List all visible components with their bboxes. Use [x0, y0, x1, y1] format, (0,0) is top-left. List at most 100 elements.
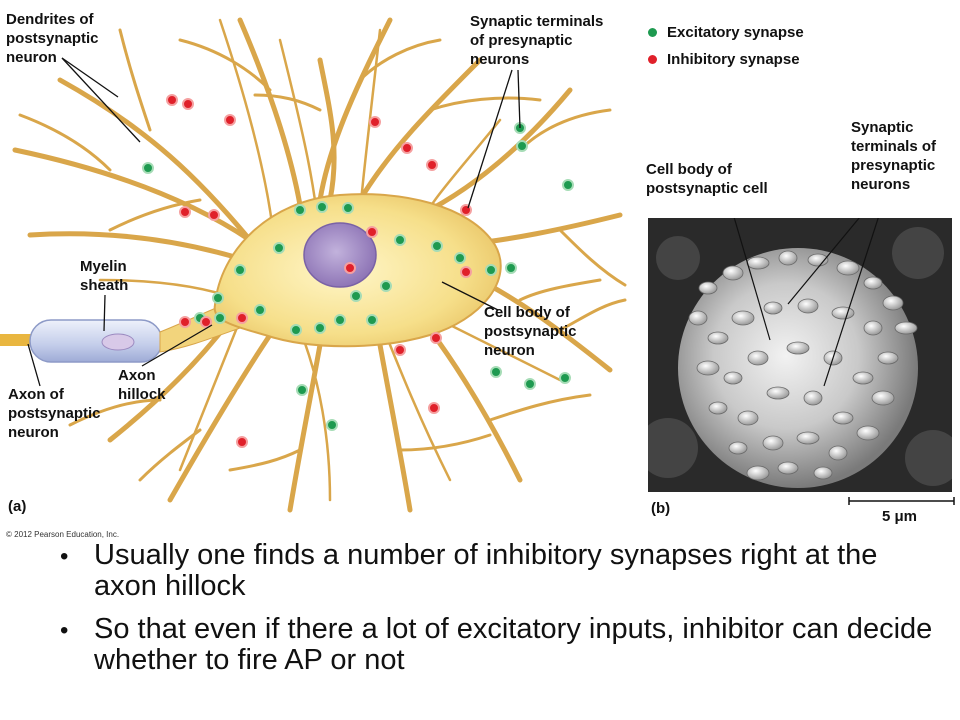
dendrites — [12, 17, 627, 513]
excitatory-synapse — [296, 384, 308, 396]
synaptic-terminal-knob — [828, 445, 848, 461]
synaptic-terminal-knob — [746, 465, 770, 481]
label-synaptic-terminals-a: Synaptic terminals of presynaptic neuron… — [470, 13, 604, 68]
bullet-dot-icon: • — [60, 543, 69, 570]
micrograph — [648, 218, 952, 492]
inhibitory-synapse — [179, 316, 191, 328]
synaptic-terminal-knob — [832, 411, 854, 425]
synaptic-terminal-knob — [762, 435, 784, 451]
synaptic-terminal-knob — [722, 265, 744, 281]
copyright: © 2012 Pearson Education, Inc. — [6, 530, 120, 539]
synaptic-terminal-knob — [813, 466, 833, 480]
synaptic-terminal-knob — [803, 390, 823, 406]
synaptic-terminal-knob — [882, 295, 904, 311]
synaptic-terminal-knob — [863, 320, 883, 336]
excitatory-synapse — [254, 304, 266, 316]
synaptic-terminal-knob — [797, 298, 819, 314]
excitatory-synapse — [366, 314, 378, 326]
excitatory-synapse — [294, 204, 306, 216]
excitatory-synapse — [516, 140, 528, 152]
excitatory-synapse — [234, 264, 246, 276]
excitatory-synapse — [562, 179, 574, 191]
excitatory-synapse — [454, 252, 466, 264]
excitatory-synapse — [342, 202, 354, 214]
legend-excitatory-label: Excitatory synapse — [667, 24, 804, 41]
inhibitory-synapse — [182, 98, 194, 110]
excitatory-synapse — [326, 419, 338, 431]
bullet-item: • So that even if there a lot of excitat… — [56, 614, 936, 676]
panel-tag-b: (b) — [651, 500, 671, 517]
label-cell-body-b: Cell body of postsynaptic cell — [646, 161, 768, 197]
bullet-text: So that even if there a lot of excitator… — [94, 613, 933, 676]
myelin-sheath — [29, 319, 163, 363]
excitatory-dot-icon — [648, 28, 657, 37]
synaptic-terminal-knob — [723, 371, 743, 385]
bullet-item: • Usually one finds a number of inhibito… — [56, 540, 936, 602]
inhibitory-synapse — [236, 312, 248, 324]
inhibitory-synapse — [344, 262, 356, 274]
synaptic-terminal-knob — [731, 310, 755, 326]
synaptic-terminal-knob — [737, 410, 759, 426]
label-axon: Axon of postsynaptic neuron — [8, 386, 101, 441]
inhibitory-synapse — [179, 206, 191, 218]
inhibitory-synapse — [208, 209, 220, 221]
bullet-list: • Usually one finds a number of inhibito… — [56, 540, 936, 688]
scale-bar — [848, 497, 955, 505]
inhibitory-synapse — [430, 332, 442, 344]
inhibitory-synapse — [426, 159, 438, 171]
excitatory-synapse — [142, 162, 154, 174]
inhibitory-dot-icon — [648, 55, 657, 64]
synaptic-terminal-knob — [877, 351, 899, 365]
synaptic-terminal-knob — [796, 431, 820, 445]
synaptic-terminal-knob — [708, 401, 728, 415]
bullet-dot-icon: • — [60, 617, 69, 644]
excitatory-synapse — [485, 264, 497, 276]
inhibitory-synapse — [460, 204, 472, 216]
synaptic-terminal-knob — [747, 350, 769, 366]
synaptic-terminal-knob — [763, 301, 783, 315]
excitatory-synapse — [394, 234, 406, 246]
synaptic-terminal-knob — [863, 276, 883, 290]
excitatory-synapse — [431, 240, 443, 252]
synaptic-terminal-knob — [746, 256, 770, 270]
synaptic-terminal-knob — [831, 306, 855, 320]
label-synaptic-terminals-b: Synaptic terminals of presynaptic neuron… — [851, 119, 937, 193]
excitatory-synapse — [273, 242, 285, 254]
legend-excitatory: Excitatory synapse — [648, 24, 804, 41]
excitatory-synapse — [350, 290, 362, 302]
synaptic-terminal-knob — [836, 260, 860, 276]
synaptic-terminal-knob — [766, 386, 790, 400]
legend-inhibitory-label: Inhibitory synapse — [667, 51, 800, 68]
synaptic-terminal-knob — [807, 253, 829, 267]
label-myelin-sheath: Myelin sheath — [80, 258, 129, 294]
bullet-text: Usually one finds a number of inhibitory… — [94, 539, 878, 602]
excitatory-synapse — [559, 372, 571, 384]
inhibitory-synapse — [369, 116, 381, 128]
synaptic-terminal-knob — [777, 461, 799, 475]
excitatory-synapse — [214, 312, 226, 324]
synapses — [142, 94, 574, 448]
excitatory-synapse — [505, 262, 517, 274]
inhibitory-synapse — [394, 344, 406, 356]
nucleus — [303, 222, 377, 288]
neuron-illustration — [0, 17, 627, 513]
inhibitory-synapse — [401, 142, 413, 154]
synaptic-terminal-knob — [894, 321, 918, 335]
excitatory-synapse — [314, 322, 326, 334]
panel-tag-a: (a) — [8, 498, 27, 515]
inhibitory-synapse — [428, 402, 440, 414]
synaptic-terminal-knob — [698, 281, 718, 295]
synaptic-terminal-knob — [871, 390, 895, 406]
inhibitory-synapse — [166, 94, 178, 106]
synaptic-terminal-knob — [778, 250, 798, 266]
inhibitory-synapse — [236, 436, 248, 448]
synaptic-terminal-knob — [688, 310, 708, 326]
inhibitory-synapse — [366, 226, 378, 238]
excitatory-synapse — [490, 366, 502, 378]
label-cell-body-a: Cell body of postsynaptic neuron — [484, 304, 577, 359]
excitatory-synapse — [524, 378, 536, 390]
inhibitory-synapse — [200, 316, 212, 328]
excitatory-synapse — [290, 324, 302, 336]
excitatory-synapse — [334, 314, 346, 326]
